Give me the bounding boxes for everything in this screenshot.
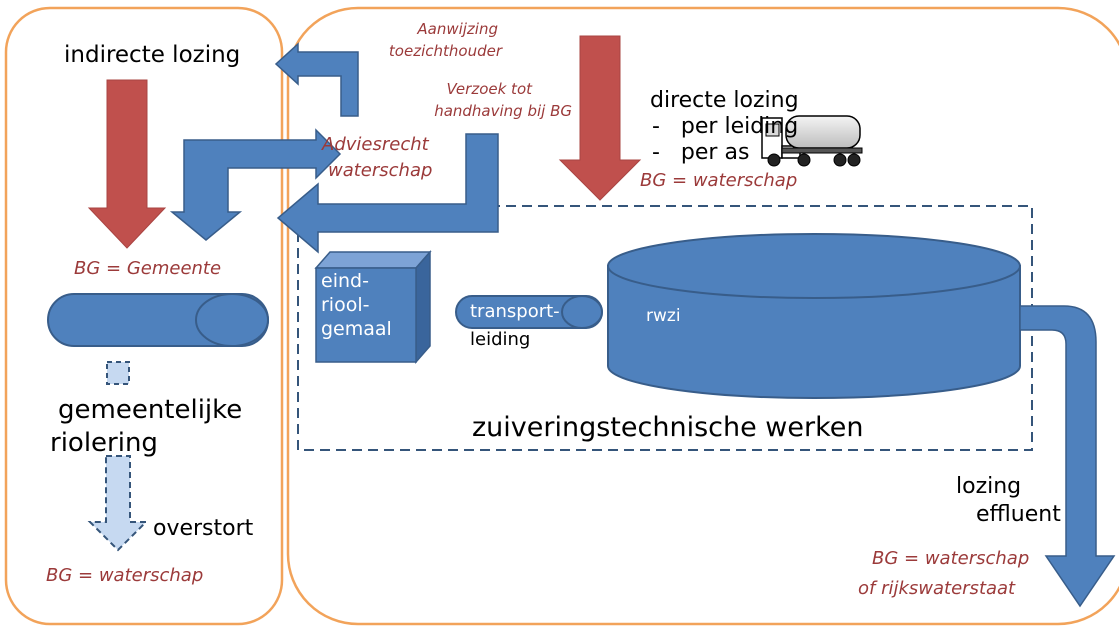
pumping-station-label-line3: gemaal bbox=[321, 318, 392, 340]
direct-discharge-label: directe lozing bbox=[650, 88, 799, 113]
instruction-label-line2: toezichthouder bbox=[388, 42, 502, 60]
tanker-truck-icon bbox=[761, 115, 863, 167]
sewer-pipe-end bbox=[195, 293, 269, 347]
direct-discharge-truck-item: - per as bbox=[652, 140, 750, 165]
transport-pipe-end bbox=[561, 295, 603, 329]
effluent-label-line2: effluent bbox=[976, 502, 1061, 527]
instruction-label-line1: Aanwijzing bbox=[417, 20, 498, 38]
enforcement-request-label-line2: handhaving bij BG bbox=[434, 102, 572, 120]
direct-discharge-pipe-item: - per leiding bbox=[652, 114, 799, 139]
effluent-arrow bbox=[1019, 305, 1116, 608]
instruction-arrow bbox=[274, 42, 359, 117]
effluent-label-line1: lozing bbox=[956, 474, 1022, 499]
sewer-outflow-connector bbox=[106, 361, 130, 385]
effluent-authority-label-line2: of rijkswaterstaat bbox=[858, 578, 1016, 599]
direct-discharge-authority-label: BG = waterschap bbox=[640, 170, 798, 191]
pumping-station-front bbox=[315, 267, 417, 363]
waterboard-region-border bbox=[286, 6, 1119, 626]
pumping-station-label-line2: riool- bbox=[321, 294, 370, 316]
pumping-station-top bbox=[314, 251, 432, 269]
advisory-right-label-line1: Adviesrecht bbox=[322, 134, 429, 155]
pumping-station-side bbox=[415, 250, 431, 364]
wwtp-tank-body bbox=[607, 265, 1021, 399]
wwtp-label: rwzi bbox=[646, 306, 681, 326]
pumping-station-label-line1: eind- bbox=[321, 270, 369, 292]
effluent-authority-label-line1: BG = waterschap bbox=[872, 548, 1030, 569]
overflow-label: overstort bbox=[153, 516, 254, 541]
indirect-discharge-label: indirecte lozing bbox=[64, 42, 241, 68]
overflow-authority-label: BG = waterschap bbox=[46, 565, 204, 586]
enforcement-arrow bbox=[276, 133, 499, 254]
municipal-sewer-label-line2: riolering bbox=[50, 428, 158, 458]
municipal-region-border bbox=[4, 6, 284, 626]
treatment-works-label: zuiveringstechnische werken bbox=[472, 412, 864, 443]
municipality-authority-label: BG = Gemeente bbox=[74, 258, 222, 279]
indirect-discharge-arrow bbox=[87, 79, 167, 249]
advisory-arrow bbox=[169, 128, 342, 241]
enforcement-request-label-line1: Verzoek tot bbox=[446, 80, 532, 98]
direct-discharge-arrow bbox=[558, 35, 642, 201]
transport-pipe-label-line2: leiding bbox=[470, 329, 531, 350]
wwtp-tank-top bbox=[607, 233, 1021, 299]
municipal-sewer-label-line1: gemeentelijke bbox=[58, 395, 243, 425]
advisory-right-label-line2: waterschap bbox=[328, 160, 433, 181]
overflow-arrow bbox=[87, 455, 149, 552]
transport-pipe-label-line1: transport- bbox=[470, 301, 560, 322]
